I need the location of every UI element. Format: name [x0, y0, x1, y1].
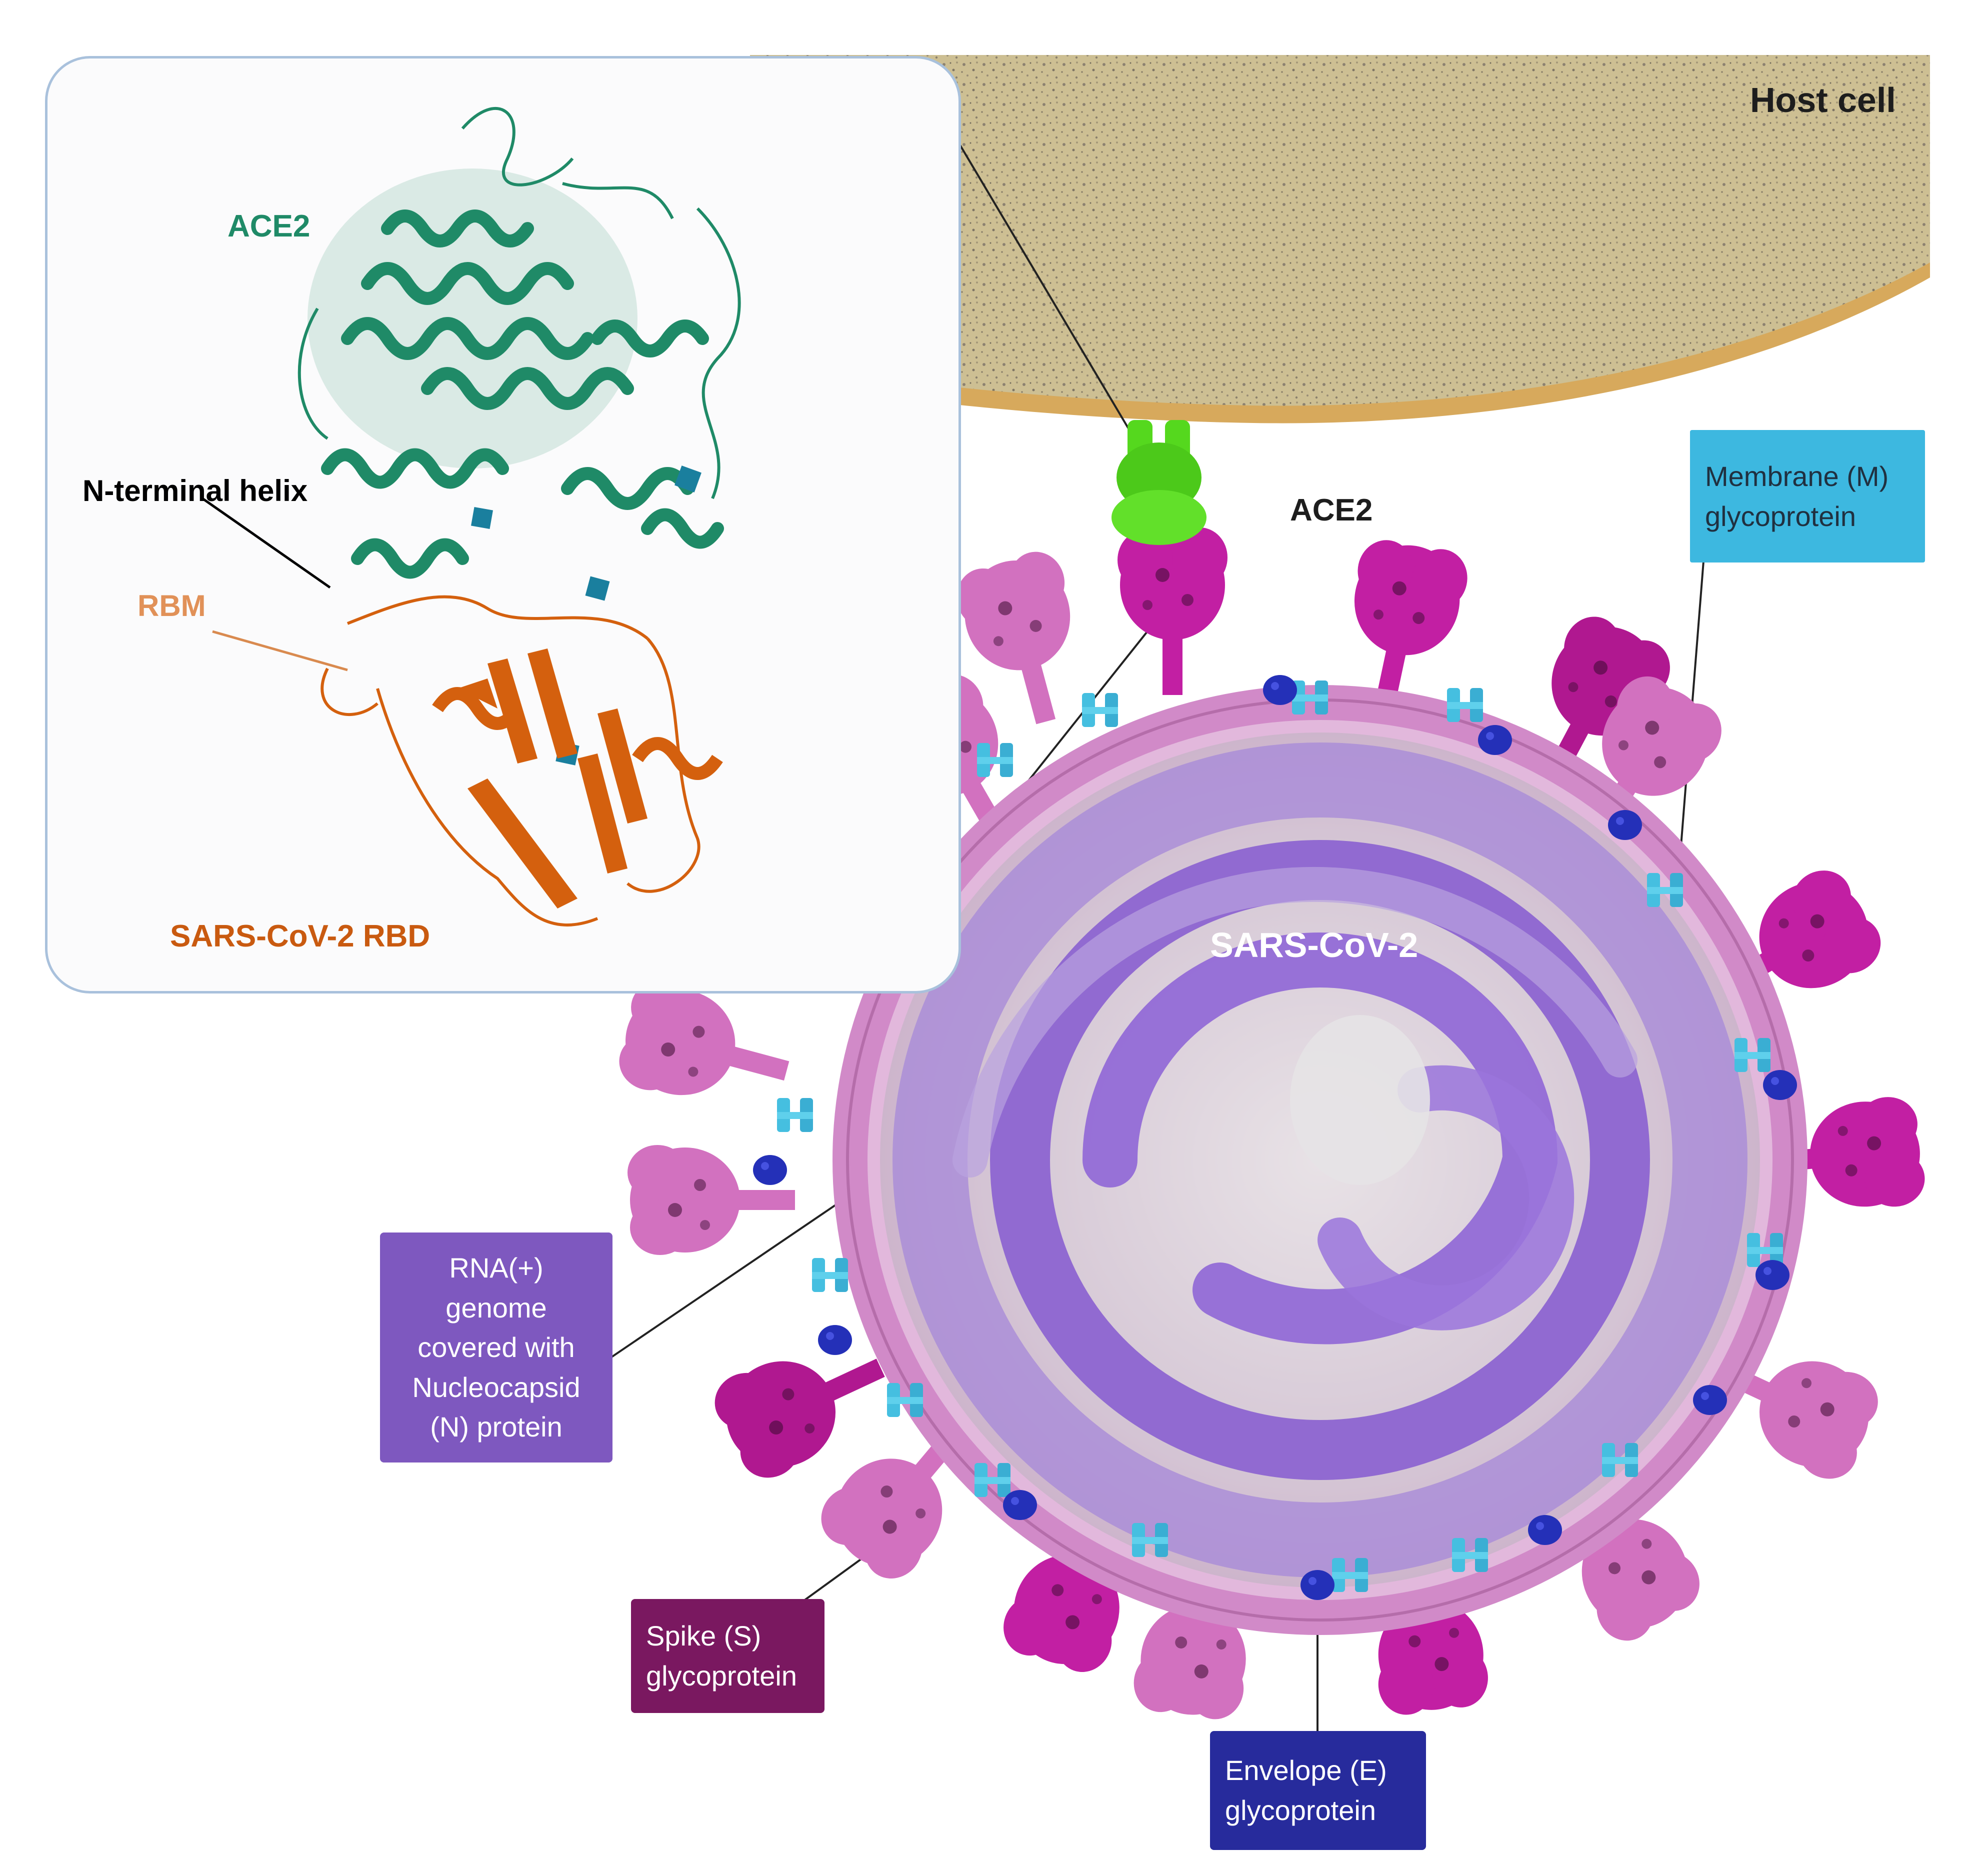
- rbm-leader-line: [212, 630, 348, 672]
- membrane-glycoprotein-callout: Membrane (M) glycoprotein: [1690, 430, 1925, 562]
- helix-leader-line: [202, 497, 331, 589]
- host-cell-label: Host cell: [1750, 80, 1896, 120]
- spike-callout-line2: glycoprotein: [646, 1660, 797, 1692]
- rna-genome-callout: RNA(+) genome covered with Nucleocapsid …: [380, 1232, 612, 1462]
- rna-callout-line2: genome: [446, 1292, 547, 1324]
- ace2-ribbon: [308, 168, 724, 579]
- rna-callout-line5: (N) protein: [430, 1411, 562, 1443]
- rna-callout-line3: covered with: [418, 1332, 575, 1364]
- rbd-ribbon: [432, 648, 723, 908]
- inset-helix-label: N-terminal helix: [82, 474, 308, 508]
- rbd-loops: [320, 595, 700, 926]
- envelope-glycoprotein-callout: Envelope (E) glycoprotein: [1210, 1731, 1426, 1850]
- spike-callout-line1: Spike (S): [646, 1620, 762, 1652]
- inset-ace2-label: ACE2: [228, 209, 310, 244]
- rna-callout-line4: Nucleocapsid: [412, 1371, 580, 1403]
- structure-inset: ACE2 N-terminal helix RBM SARS-CoV-2 RBD: [45, 56, 961, 994]
- host-cell: [750, 55, 1930, 424]
- ace2-receptor: [1112, 420, 1206, 545]
- membrane-callout-line1: Membrane (M): [1705, 460, 1889, 492]
- envelope-callout-line2: glycoprotein: [1225, 1794, 1376, 1826]
- inset-rbd-label: SARS-CoV-2 RBD: [170, 919, 430, 954]
- ace2-rbd-structure: [202, 106, 741, 926]
- membrane-callout-line2: glycoprotein: [1705, 500, 1856, 532]
- inset-rbm-label: RBM: [138, 589, 206, 622]
- ace2-receptor-label: ACE2: [1290, 493, 1373, 528]
- rna-callout-line1: RNA(+): [449, 1252, 544, 1284]
- virus-particle: [832, 685, 1808, 1635]
- virus-label: SARS-CoV-2: [1210, 926, 1418, 964]
- envelope-callout-line1: Envelope (E): [1225, 1754, 1387, 1786]
- spike-glycoprotein-callout: Spike (S) glycoprotein: [631, 1599, 824, 1713]
- ace2-loops: [298, 106, 741, 500]
- nucleocapsid-spiral: [892, 742, 1748, 1578]
